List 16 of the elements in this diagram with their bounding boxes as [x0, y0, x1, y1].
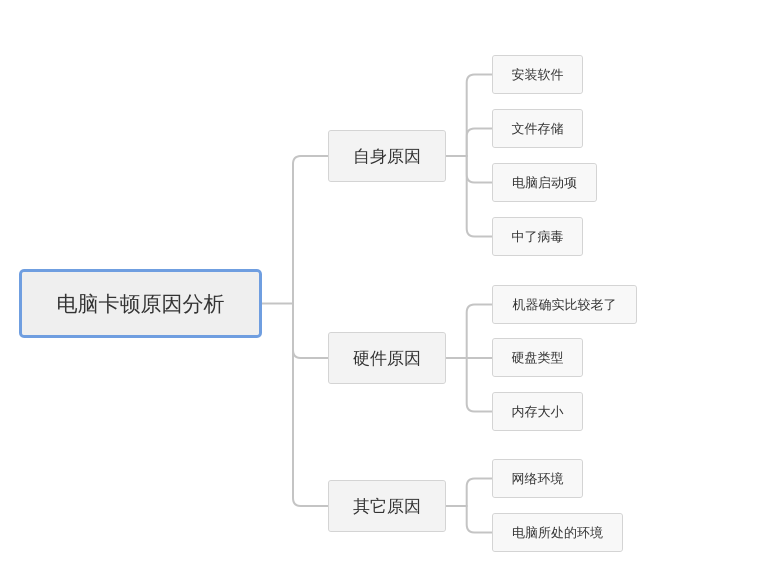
subtopic: 硬盘类型	[492, 338, 583, 377]
subtopic: 中了病毒	[492, 217, 583, 256]
subtopic: 电脑所处的环境	[492, 513, 623, 552]
connector-line	[262, 302, 328, 507]
connector-line	[446, 357, 492, 412]
subtopic: 文件存储	[492, 109, 583, 148]
subtopic: 内存大小	[492, 392, 583, 431]
subtopic: 网络环境	[492, 459, 583, 498]
connector-line	[446, 505, 492, 534]
subtopic: 机器确实比较老了	[492, 285, 637, 324]
main-topic: 其它原因	[328, 480, 446, 532]
central-topic: 电脑卡顿原因分析	[19, 269, 262, 338]
main-topic: 自身原因	[328, 130, 446, 182]
main-topic: 硬件原因	[328, 332, 446, 384]
subtopic: 电脑启动项	[492, 163, 597, 202]
subtopic: 安装软件	[492, 55, 583, 94]
